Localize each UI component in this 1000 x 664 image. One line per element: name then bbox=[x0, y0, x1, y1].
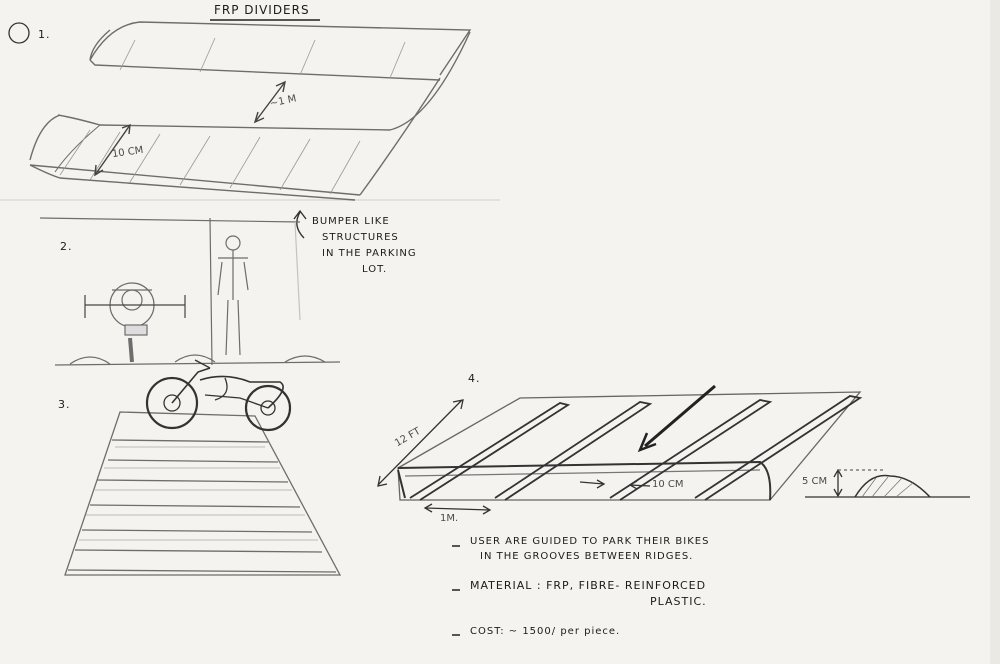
frp-divider-roll-sketch bbox=[29, 21, 472, 239]
note-1-line-1: USER ARE GUIDED TO PARK THEIR BIKES bbox=[470, 536, 710, 547]
sketch-number-2: 2. bbox=[60, 240, 73, 253]
notes-list: USER ARE GUIDED TO PARK THEIR BIKES IN T… bbox=[470, 534, 800, 639]
bumper-line-3: IN THE PARKING bbox=[322, 248, 417, 259]
motorbike-ridges-sketch bbox=[64, 359, 342, 576]
gap-label: 1m. bbox=[440, 513, 459, 524]
bumper-line-1: BUMPER LIKE bbox=[312, 216, 390, 227]
bumper-line-4: LOT. bbox=[362, 264, 388, 275]
sketch-number-4: 4. bbox=[468, 372, 481, 385]
parking-grooves-sketch bbox=[377, 384, 970, 515]
height-label: 5 cm bbox=[802, 476, 828, 487]
side-view-sketch bbox=[39, 217, 341, 366]
groove-ridge-label: 10 cm bbox=[652, 479, 684, 490]
note-bullets bbox=[452, 545, 460, 636]
note-2-line-1: MATERIAL : FRP, FIBRE- REINFORCED bbox=[470, 579, 707, 592]
sketch-number-1: 1. bbox=[38, 28, 51, 41]
note-1-line-2: IN THE GROOVES BETWEEN RIDGES. bbox=[480, 551, 694, 562]
note-2-line-2: PLASTIC. bbox=[650, 595, 707, 608]
bumper-annotation: BUMPER LIKE STRUCTURES IN THE PARKING LO… bbox=[312, 214, 417, 278]
sketch-number-3: 3. bbox=[58, 398, 71, 411]
page-title: FRP DIVIDERS bbox=[214, 3, 310, 17]
number-circle bbox=[8, 22, 30, 44]
bumper-line-2: STRUCTURES bbox=[322, 232, 399, 243]
note-3-line-1: COST: ~ 1500/ per piece. bbox=[470, 626, 621, 637]
